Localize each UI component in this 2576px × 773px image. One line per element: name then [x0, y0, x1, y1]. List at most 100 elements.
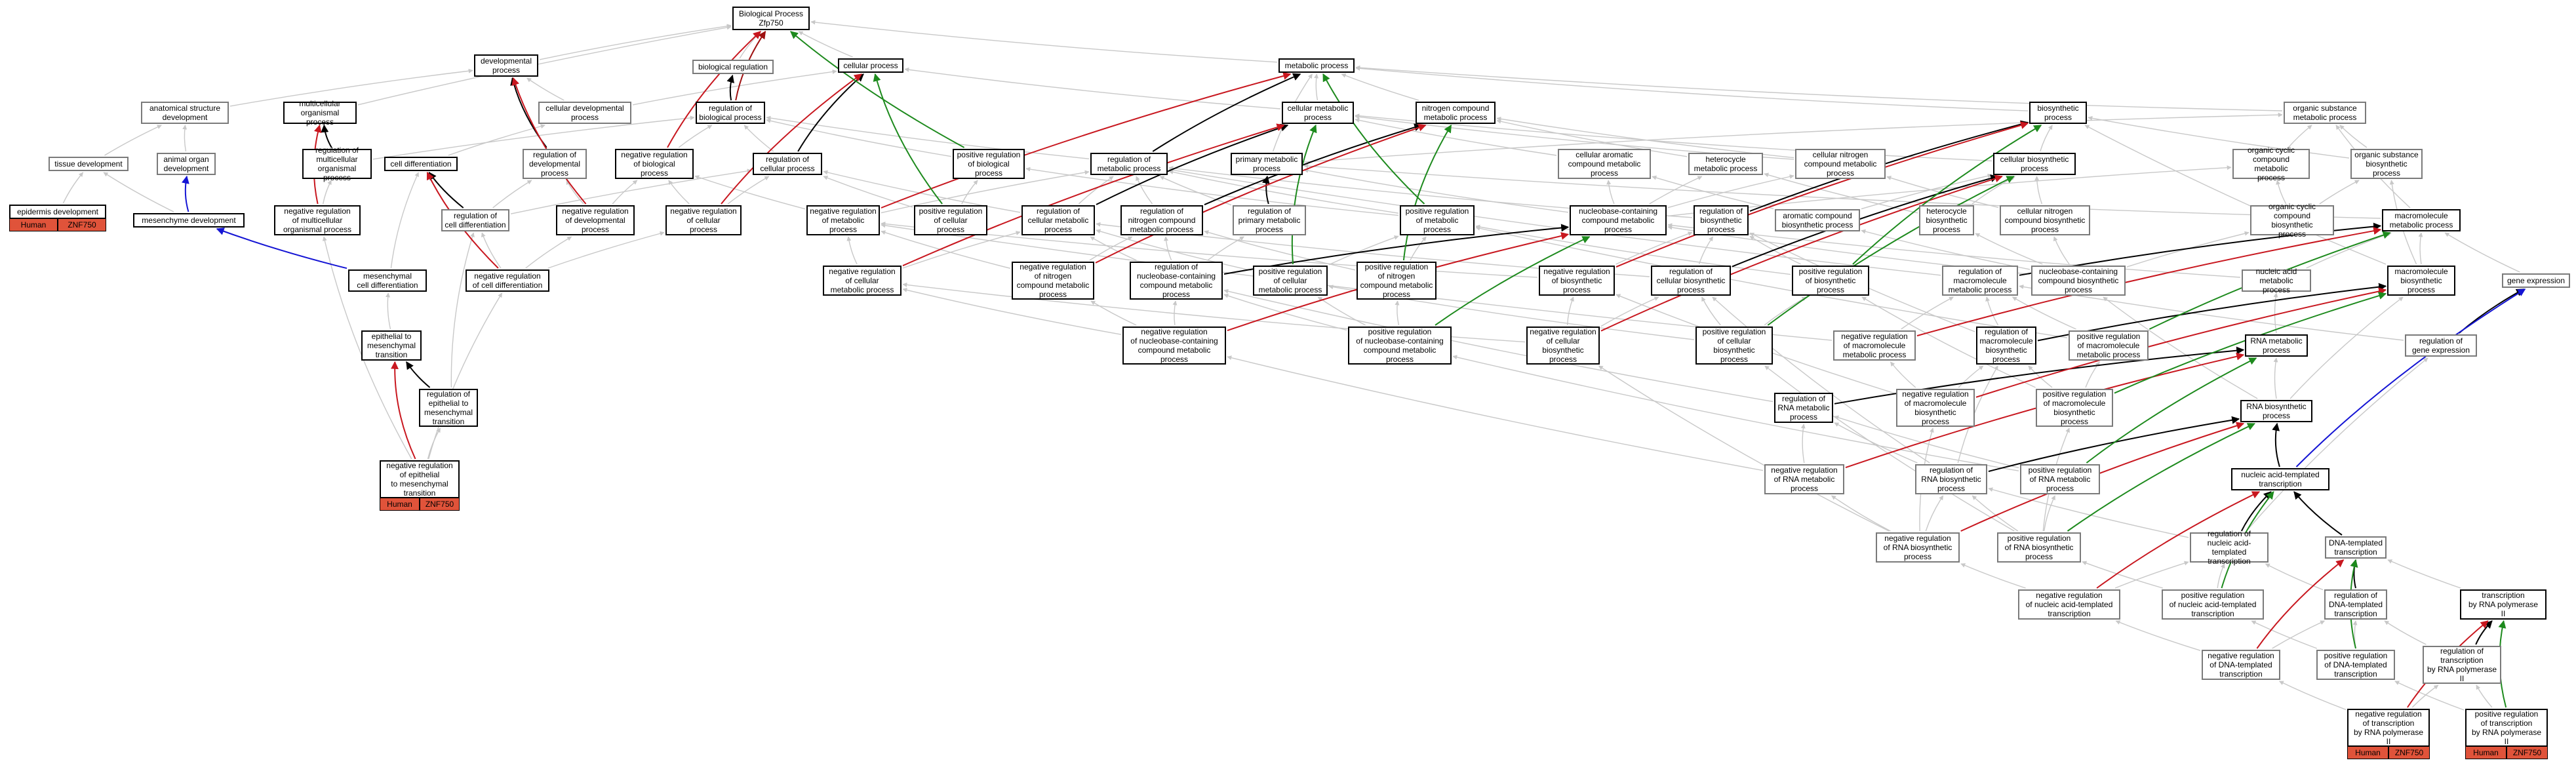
go-term-rdtt[interactable]: regulation of DNA-templated transcriptio… — [2324, 589, 2387, 620]
go-term-nrmacmp[interactable]: negative regulation of macromolecule met… — [1833, 330, 1916, 361]
go-term-cbp[interactable]: cellular biosynthetic process — [1993, 153, 2076, 175]
go-term-occmp[interactable]: organic cyclic compound metabolic proces… — [2232, 146, 2310, 182]
go-term-rdp[interactable]: regulation of developmental process — [523, 149, 587, 179]
go-term-cellp[interactable]: cellular process — [838, 58, 903, 73]
go-term-bp[interactable]: Biological Process Zfp750 — [732, 7, 810, 30]
go-term-rnabp[interactable]: RNA biosynthetic process — [2240, 400, 2312, 422]
go-term-prrnabp[interactable]: positive regulation of RNA biosynthetic … — [1997, 532, 2081, 563]
go-term-rbp[interactable]: regulation of biological process — [696, 102, 765, 124]
go-term-prncmp[interactable]: positive regulation of nitrogen compound… — [1357, 262, 1437, 300]
go-term-rcdiff[interactable]: regulation of cell differentiation — [441, 209, 509, 231]
go-term-hmp[interactable]: heterocycle metabolic process — [1688, 153, 1763, 175]
go-term-rbsp[interactable]: regulation of biosynthetic process — [1694, 205, 1749, 235]
go-term-rmop[interactable]: regulation of multicellular organismal p… — [302, 146, 372, 182]
go-term-prbsp[interactable]: positive regulation of biosynthetic proc… — [1792, 266, 1869, 296]
go-term-prcmp[interactable]: positive regulation of cellular metaboli… — [1253, 266, 1328, 296]
go-term-tdev[interactable]: tissue development — [49, 157, 129, 171]
go-term-genex[interactable]: gene expression — [2502, 273, 2570, 288]
go-term-prnbcmp[interactable]: positive regulation of nucleobase-contai… — [1348, 327, 1452, 365]
go-term-nrnatt[interactable]: negative regulation of nucleic acid-temp… — [2018, 589, 2120, 620]
go-term-macmp[interactable]: macromolecule metabolic process — [2382, 209, 2461, 231]
go-term-nrmp[interactable]: negative regulation of metabolic process — [806, 205, 880, 235]
go-term-cncmp[interactable]: cellular nitrogen compound metabolic pro… — [1795, 149, 1886, 179]
go-term-nrrnabp[interactable]: negative regulation of RNA biosynthetic … — [1876, 532, 1960, 563]
go-term-rncmp[interactable]: regulation of nitrogen compound metaboli… — [1120, 205, 1203, 235]
go-term-nrncmp[interactable]: negative regulation of nitrogen compound… — [1012, 262, 1094, 300]
go-term-rrnamp[interactable]: regulation of RNA metabolic process — [1774, 393, 1833, 423]
go-term-acmp[interactable]: aromatic compound biosynthetic process — [1775, 209, 1860, 231]
go-term-nrrnamp[interactable]: negative regulation of RNA metabolic pro… — [1764, 464, 1844, 494]
go-term-prtrp2[interactable]: positive regulation of transcription by … — [2465, 709, 2548, 747]
go-term-prnatt[interactable]: positive regulation of nucleic acid-temp… — [2162, 589, 2264, 620]
go-term-dev[interactable]: developmental process — [474, 54, 538, 77]
go-term-prmacmp[interactable]: positive regulation of macromolecule met… — [2069, 330, 2149, 361]
go-term-osmp[interactable]: organic substance metabolic process — [2284, 102, 2366, 124]
go-term-rnatt[interactable]: regulation of nucleic acid-templated tra… — [2190, 529, 2269, 566]
go-term-nrtrp2[interactable]: negative regulation of transcription by … — [2347, 709, 2430, 747]
go-term-rnbcmp[interactable]: regulation of nucleobase-containing comp… — [1130, 262, 1223, 300]
go-term-dtt[interactable]: DNA-templated transcription — [2325, 536, 2387, 559]
go-term-rnamp[interactable]: RNA metabolic process — [2245, 334, 2308, 357]
go-term-mesdev[interactable]: mesenchyme development — [133, 213, 245, 228]
go-term-asd[interactable]: anatomical structure development — [141, 102, 229, 124]
go-term-mescd[interactable]: mesenchymal cell differentiation — [348, 269, 427, 292]
go-term-cacmp[interactable]: cellular aromatic compound metabolic pro… — [1558, 149, 1651, 179]
go-term-nrcp[interactable]: negative regulation of cellular process — [665, 205, 742, 235]
go-term-prcbsp[interactable]: positive regulation of cellular biosynth… — [1695, 327, 1773, 365]
go-term-trp2[interactable]: transcription by RNA polymerase II — [2460, 589, 2546, 620]
go-term-nrcdiff[interactable]: negative regulation of cell differentiat… — [466, 269, 549, 292]
go-term-cdiff[interactable]: cell differentiation — [384, 157, 458, 171]
go-term-prrnamp[interactable]: positive regulation of RNA metabolic pro… — [2020, 464, 2100, 494]
go-term-cmp[interactable]: cellular metabolic process — [1282, 102, 1354, 124]
go-term-nrnbcmp[interactable]: negative regulation of nucleobase-contai… — [1122, 327, 1226, 365]
go-term-emt[interactable]: epithelial to mesenchymal transition — [361, 330, 422, 361]
go-term-rmacbp[interactable]: regulation of macromolecule biosynthetic… — [1976, 327, 2036, 365]
go-term-nrmacbp[interactable]: negative regulation of macromolecule bio… — [1896, 389, 1975, 427]
go-term-rgenex[interactable]: regulation of gene expression — [2405, 334, 2477, 357]
go-term-macbp[interactable]: macromolecule biosynthetic process — [2387, 266, 2455, 296]
go-term-rrnabp[interactable]: regulation of RNA biosynthetic process — [1915, 464, 1987, 494]
go-term-remt[interactable]: regulation of epithelial to mesenchymal … — [419, 389, 478, 427]
go-term-epidev[interactable]: epidermis development — [9, 205, 106, 219]
go-term-prmp[interactable]: positive regulation of metabolic process — [1400, 205, 1475, 235]
go-term-nrdp[interactable]: negative regulation of developmental pro… — [556, 205, 635, 235]
go-term-prcp[interactable]: positive regulation of cellular process — [914, 205, 987, 235]
go-term-prbp[interactable]: positive regulation of biological proces… — [953, 149, 1025, 179]
go-term-aodev[interactable]: animal organ development — [157, 153, 216, 175]
go-term-natt[interactable]: nucleic acid-templated transcription — [2231, 468, 2329, 490]
go-term-rpmp[interactable]: regulation of primary metabolic process — [1233, 205, 1306, 235]
go-term-nrmop[interactable]: negative regulation of multicellular org… — [274, 205, 361, 235]
go-term-pmp[interactable]: primary metabolic process — [1231, 153, 1303, 175]
go-term-nbcmp[interactable]: nucleobase-containing compound metabolic… — [1570, 205, 1667, 235]
go-term-nrcmp[interactable]: negative regulation of cellular metaboli… — [823, 266, 902, 296]
go-term-rtrp2[interactable]: regulation of transcription by RNA polym… — [2423, 646, 2501, 684]
go-term-breg[interactable]: biological regulation — [692, 60, 774, 74]
go-term-nrcbsp[interactable]: negative regulation of cellular biosynth… — [1526, 327, 1600, 365]
go-term-mop[interactable]: multicellular organismal process — [283, 99, 357, 127]
go-term-nremt[interactable]: negative regulation of epithelial to mes… — [380, 460, 460, 498]
go-term-nbcbp[interactable]: nucleobase-containing compound biosynthe… — [2031, 266, 2126, 296]
go-term-bsp[interactable]: biosynthetic process — [2029, 102, 2087, 124]
go-term-prmacbp[interactable]: positive regulation of macromolecule bio… — [2036, 389, 2113, 427]
go-term-rcbsp[interactable]: regulation of cellular biosynthetic proc… — [1651, 266, 1731, 296]
go-term-rmp[interactable]: regulation of metabolic process — [1090, 153, 1168, 175]
go-term-osbp[interactable]: organic substance biosynthetic process — [2350, 149, 2423, 179]
go-term-nrbsp[interactable]: negative regulation of biosynthetic proc… — [1539, 266, 1615, 296]
go-term-rcmp[interactable]: regulation of cellular metabolic process — [1021, 205, 1095, 235]
go-term-ncmp[interactable]: nitrogen compound metabolic process — [1416, 102, 1496, 124]
go-term-nrbp[interactable]: negative regulation of biological proces… — [615, 149, 694, 179]
go-term-occbp[interactable]: organic cyclic compound biosynthetic pro… — [2250, 202, 2334, 239]
go-term-cncbp[interactable]: cellular nitrogen compound biosynthetic … — [2000, 205, 2090, 235]
go-term-prdtt[interactable]: positive regulation of DNA-templated tra… — [2316, 650, 2395, 680]
go-term-nrdtt[interactable]: negative regulation of DNA-templated tra… — [2202, 650, 2280, 680]
go-term-rmacmp[interactable]: regulation of macromolecule metabolic pr… — [1942, 266, 2018, 296]
go-term-rcp[interactable]: regulation of cellular process — [753, 153, 822, 175]
go-term-met[interactable]: metabolic process — [1278, 58, 1355, 73]
go-term-namp[interactable]: nucleic acid metabolic process — [2242, 267, 2311, 294]
go-term-cdp[interactable]: cellular developmental process — [538, 102, 631, 124]
go-term-hbp[interactable]: heterocycle biosynthetic process — [1919, 205, 1974, 235]
